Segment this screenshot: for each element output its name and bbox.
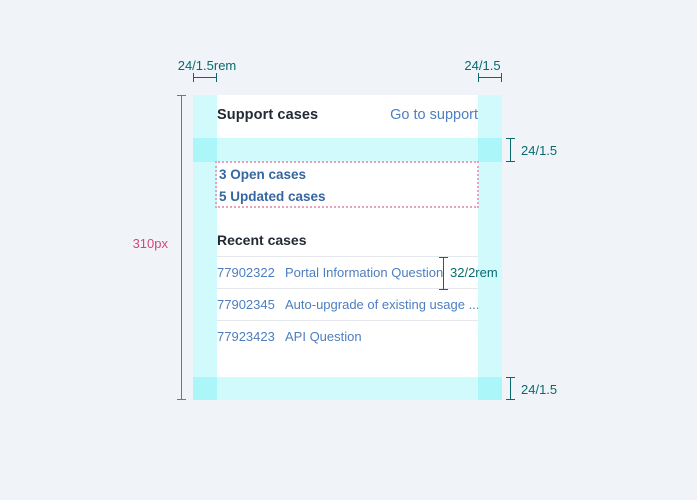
bottom-padding-spacing-label: 24/1.5 [521,382,558,397]
updated-cases-link[interactable]: 5 Updated cases [219,189,326,204]
case-row[interactable]: 77902322 Portal Information Question [217,256,478,288]
support-cases-card: Support cases Go to support 3 Open cases… [193,95,502,400]
case-row[interactable]: 77923423 API Question [217,320,478,352]
case-id: 77923423 [217,329,275,344]
row-height-label: 32/2rem [450,265,498,280]
case-id: 77902345 [217,297,275,312]
header-gap-spacing-label: 24/1.5 [521,143,558,158]
top-right-measure-bracket [478,73,502,82]
case-title: Auto-upgrade of existing usage ... [285,297,478,312]
card-height-measure-line [177,95,186,400]
padding-highlight-header-gap [193,138,502,162]
recent-cases-heading: Recent cases [217,232,307,248]
header-gap-measure-bracket [506,138,515,162]
case-title: Portal Information Question [285,265,444,280]
summary-links-annotation-box: 3 Open cases 5 Updated cases [215,161,479,208]
padding-highlight-bottom [193,377,502,400]
row-height-measure-bracket [439,257,448,290]
case-title: API Question [285,329,362,344]
open-cases-link[interactable]: 3 Open cases [219,167,307,182]
card-title: Support cases [217,107,319,123]
case-row[interactable]: 77902345 Auto-upgrade of existing usage … [217,288,478,320]
bottom-padding-measure-bracket [506,377,515,400]
case-id: 77902322 [217,265,275,280]
padding-highlight-right [478,95,502,400]
card-height-label: 310px [132,236,168,251]
go-to-support-link[interactable]: Go to support [390,107,478,123]
padding-highlight-left [193,95,217,400]
recent-cases-table: 77902322 Portal Information Question 779… [217,256,478,352]
top-left-measure-bracket [193,73,217,82]
top-right-spacing-label: 24/1.5 [464,58,501,73]
top-left-spacing-label: 24/1.5rem [177,58,237,73]
